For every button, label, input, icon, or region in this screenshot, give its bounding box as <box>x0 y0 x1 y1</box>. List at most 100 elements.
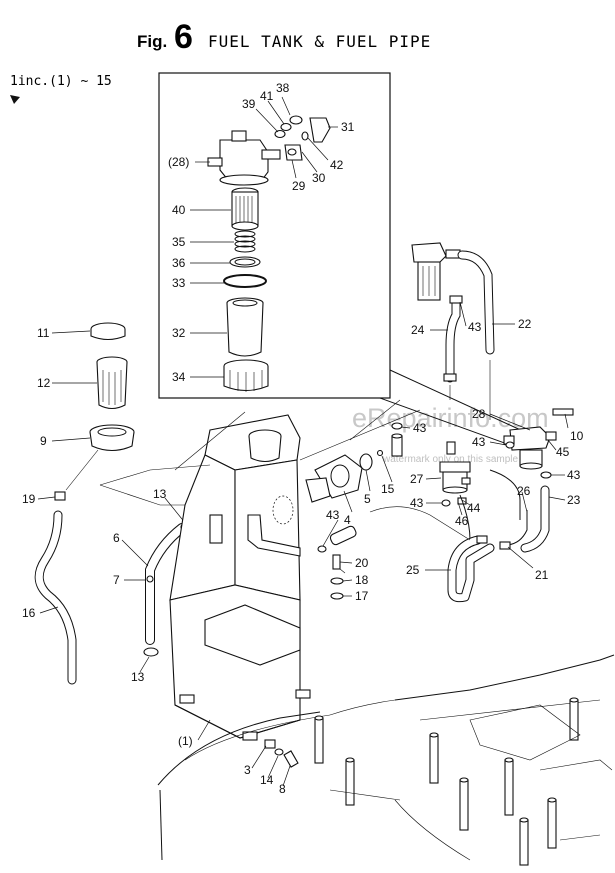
label-23: 23 <box>567 493 581 507</box>
level-gauge-flange <box>305 453 373 503</box>
frame-posts <box>314 697 579 866</box>
strainer <box>96 356 128 410</box>
hose-clip-c <box>476 535 488 544</box>
label-30: 30 <box>312 171 326 185</box>
return-hose <box>458 251 494 354</box>
label-27: 27 <box>410 472 424 486</box>
label-3: 3 <box>244 763 251 777</box>
triangle-marker-icon <box>10 95 20 104</box>
label-1-ref: (1) <box>178 734 193 748</box>
fuel-cock-parts <box>274 115 331 161</box>
label-14: 14 <box>260 773 274 787</box>
label-43-filter: 43 <box>472 435 486 449</box>
hose-clip-d <box>499 541 511 550</box>
label-13-lower: 13 <box>131 670 145 684</box>
fig-prefix: Fig. <box>137 32 167 51</box>
frame-rear-edge <box>394 654 615 701</box>
drain-cock <box>264 739 299 768</box>
filter-detail-inset <box>158 72 391 399</box>
label-43-right: 43 <box>567 468 581 482</box>
label-18: 18 <box>355 573 369 587</box>
inset-callout-line <box>389 369 526 433</box>
fuel-tank <box>169 414 311 741</box>
label-44: 44 <box>467 501 481 515</box>
clip-43-c <box>505 441 515 449</box>
label-39: 39 <box>242 97 256 111</box>
label-46: 46 <box>455 514 469 528</box>
label-7: 7 <box>113 573 120 587</box>
hose-clamp-lower <box>143 647 159 657</box>
inset-callout-line-2 <box>379 397 511 446</box>
label-25: 25 <box>406 563 420 577</box>
bolt-washers <box>330 554 344 600</box>
diagram-title: FUEL TANK & FUEL PIPE <box>208 32 431 51</box>
filter-bolt <box>552 408 574 416</box>
filter-o-ring <box>223 274 267 288</box>
label-9: 9 <box>40 434 47 448</box>
label-4: 4 <box>344 513 351 527</box>
label-45: 45 <box>556 445 570 459</box>
label-21: 21 <box>535 568 549 582</box>
label-26: 26 <box>517 484 531 498</box>
label-36: 36 <box>172 256 186 270</box>
label-35: 35 <box>172 235 186 249</box>
bolt-15 <box>376 449 384 457</box>
label-40: 40 <box>172 203 186 217</box>
label-10: 10 <box>570 429 584 443</box>
water-separator-upper <box>411 242 461 301</box>
filter-element <box>231 187 259 231</box>
label-15: 15 <box>381 482 395 496</box>
fig-number: 6 <box>174 18 193 56</box>
clip-43-e <box>441 499 451 507</box>
label-43-upper: 43 <box>468 320 482 334</box>
label-11: 11 <box>37 326 50 340</box>
label-41: 41 <box>260 89 274 103</box>
watermark-text: eRepairinfo.com <box>352 403 549 433</box>
fuel-filter-assy <box>503 426 557 470</box>
hose-clip-a <box>449 295 463 304</box>
label-6: 6 <box>113 531 120 545</box>
filter-outlet-hose <box>521 486 549 552</box>
frame-outline <box>157 711 321 786</box>
label-19: 19 <box>22 492 36 506</box>
label-28-ref: (28) <box>168 155 189 169</box>
label-34: 34 <box>172 370 186 384</box>
label-38: 38 <box>276 81 290 95</box>
watermark-note: watermark only on this sample <box>382 454 518 465</box>
filter-spring <box>234 230 256 253</box>
sleeve <box>391 435 403 457</box>
label-43-pump: 43 <box>410 496 424 510</box>
feed-hose <box>446 296 460 382</box>
label-42: 42 <box>330 158 344 172</box>
fuel-pump <box>439 441 471 494</box>
label-32: 32 <box>172 326 186 340</box>
union-joint <box>317 525 357 553</box>
frame-plate <box>469 704 581 761</box>
label-31: 31 <box>341 120 355 134</box>
label-12: 12 <box>37 376 51 390</box>
label-13-upper: 13 <box>153 487 167 501</box>
label-28: 28 <box>472 407 486 421</box>
filter-bowl <box>226 297 264 357</box>
label-20: 20 <box>355 556 369 570</box>
filter-head <box>207 130 281 186</box>
pump-loop-hose <box>448 536 494 602</box>
applicability-note: 1inc.(1) ~ 15 <box>10 74 112 89</box>
label-22: 22 <box>518 317 532 331</box>
bowl-ring-nut <box>223 359 269 392</box>
label-24: 24 <box>411 323 425 337</box>
label-29: 29 <box>292 179 306 193</box>
label-5: 5 <box>364 492 371 506</box>
clip-43-d <box>540 471 552 479</box>
label-33: 33 <box>172 276 186 290</box>
fuel-cap <box>90 322 126 341</box>
hose-clip <box>54 491 66 501</box>
label-16: 16 <box>22 606 36 620</box>
label-17: 17 <box>355 589 369 603</box>
hose-clip-b <box>443 373 457 382</box>
label-8: 8 <box>279 782 286 796</box>
filler-neck <box>89 424 135 452</box>
label-43-center: 43 <box>326 508 340 522</box>
breather-hose <box>35 511 76 684</box>
